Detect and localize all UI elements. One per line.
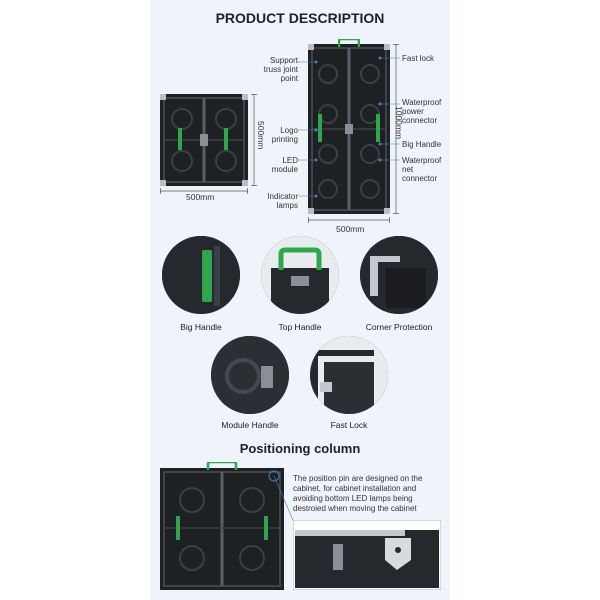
caption-top-handle: Top Handle (278, 322, 322, 332)
module-handle-image (211, 336, 289, 414)
top-handle-image (261, 236, 339, 314)
page-title: PRODUCT DESCRIPTION (215, 10, 385, 26)
callout-logo-printing: Logo printing (271, 126, 298, 144)
product-panel: PRODUCT DESCRIPTION 500mm (150, 0, 450, 600)
small-width-label: 500mm (186, 192, 215, 202)
big-handle-image (162, 236, 240, 314)
small-width-dimension (160, 188, 248, 194)
callout-big-handle: Big Handle (402, 140, 442, 149)
callout-waterproof-power: Waterproof power connector (402, 98, 442, 125)
callout-fast-lock: Fast lock (402, 54, 435, 63)
callout-support-truss: Support truss joint point (263, 56, 298, 83)
caption-module-handle: Module Handle (221, 420, 279, 430)
top-handle-small-image (338, 39, 360, 47)
caption-fast-lock: Fast Lock (330, 420, 368, 430)
caption-big-handle: Big Handle (180, 322, 222, 332)
position-pin-closeup-image (293, 520, 441, 590)
small-cabinet-image (160, 94, 248, 186)
positioning-title: Positioning column (239, 441, 361, 456)
large-cabinet-image (308, 44, 390, 214)
fast-lock-image (310, 336, 388, 414)
positioning-cabinet-image (160, 462, 284, 590)
callout-waterproof-net: Waterproof net connector (402, 156, 442, 183)
callout-led-module: LED module (271, 156, 298, 174)
small-height-dimension (251, 94, 257, 186)
corner-protection-image (360, 236, 438, 314)
positioning-text: The position pin are designed on the cab… (293, 474, 423, 513)
large-width-dimension (308, 217, 390, 223)
caption-corner-protection: Corner Protection (365, 322, 433, 332)
callout-lines (298, 56, 400, 198)
large-height-dimension (393, 44, 399, 214)
large-width-label: 500mm (336, 224, 365, 234)
callout-indicator-lamps: Indicator lamps (267, 192, 298, 210)
positioning-pointer-line (273, 475, 294, 521)
